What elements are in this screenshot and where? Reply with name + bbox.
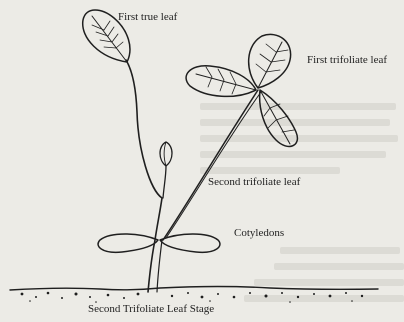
label-cotyledons: Cotyledons	[234, 228, 284, 239]
cotyledons	[98, 234, 220, 252]
figure-caption: Second Trifoliate Leaf Stage	[88, 304, 214, 315]
main-stem	[126, 60, 162, 292]
second-trifoliate-bud	[160, 142, 172, 198]
trifoliate-petiole	[163, 90, 258, 240]
label-first-true-leaf: First true leaf	[118, 12, 177, 23]
soil-line	[10, 287, 378, 291]
first-trifoliate-leaf	[186, 34, 297, 146]
label-second-trifoliate-leaf: Second trifoliate leaf	[208, 177, 300, 188]
label-first-trifoliate-leaf: First trifoliate leaf	[307, 55, 387, 66]
soil-specks	[21, 292, 364, 303]
